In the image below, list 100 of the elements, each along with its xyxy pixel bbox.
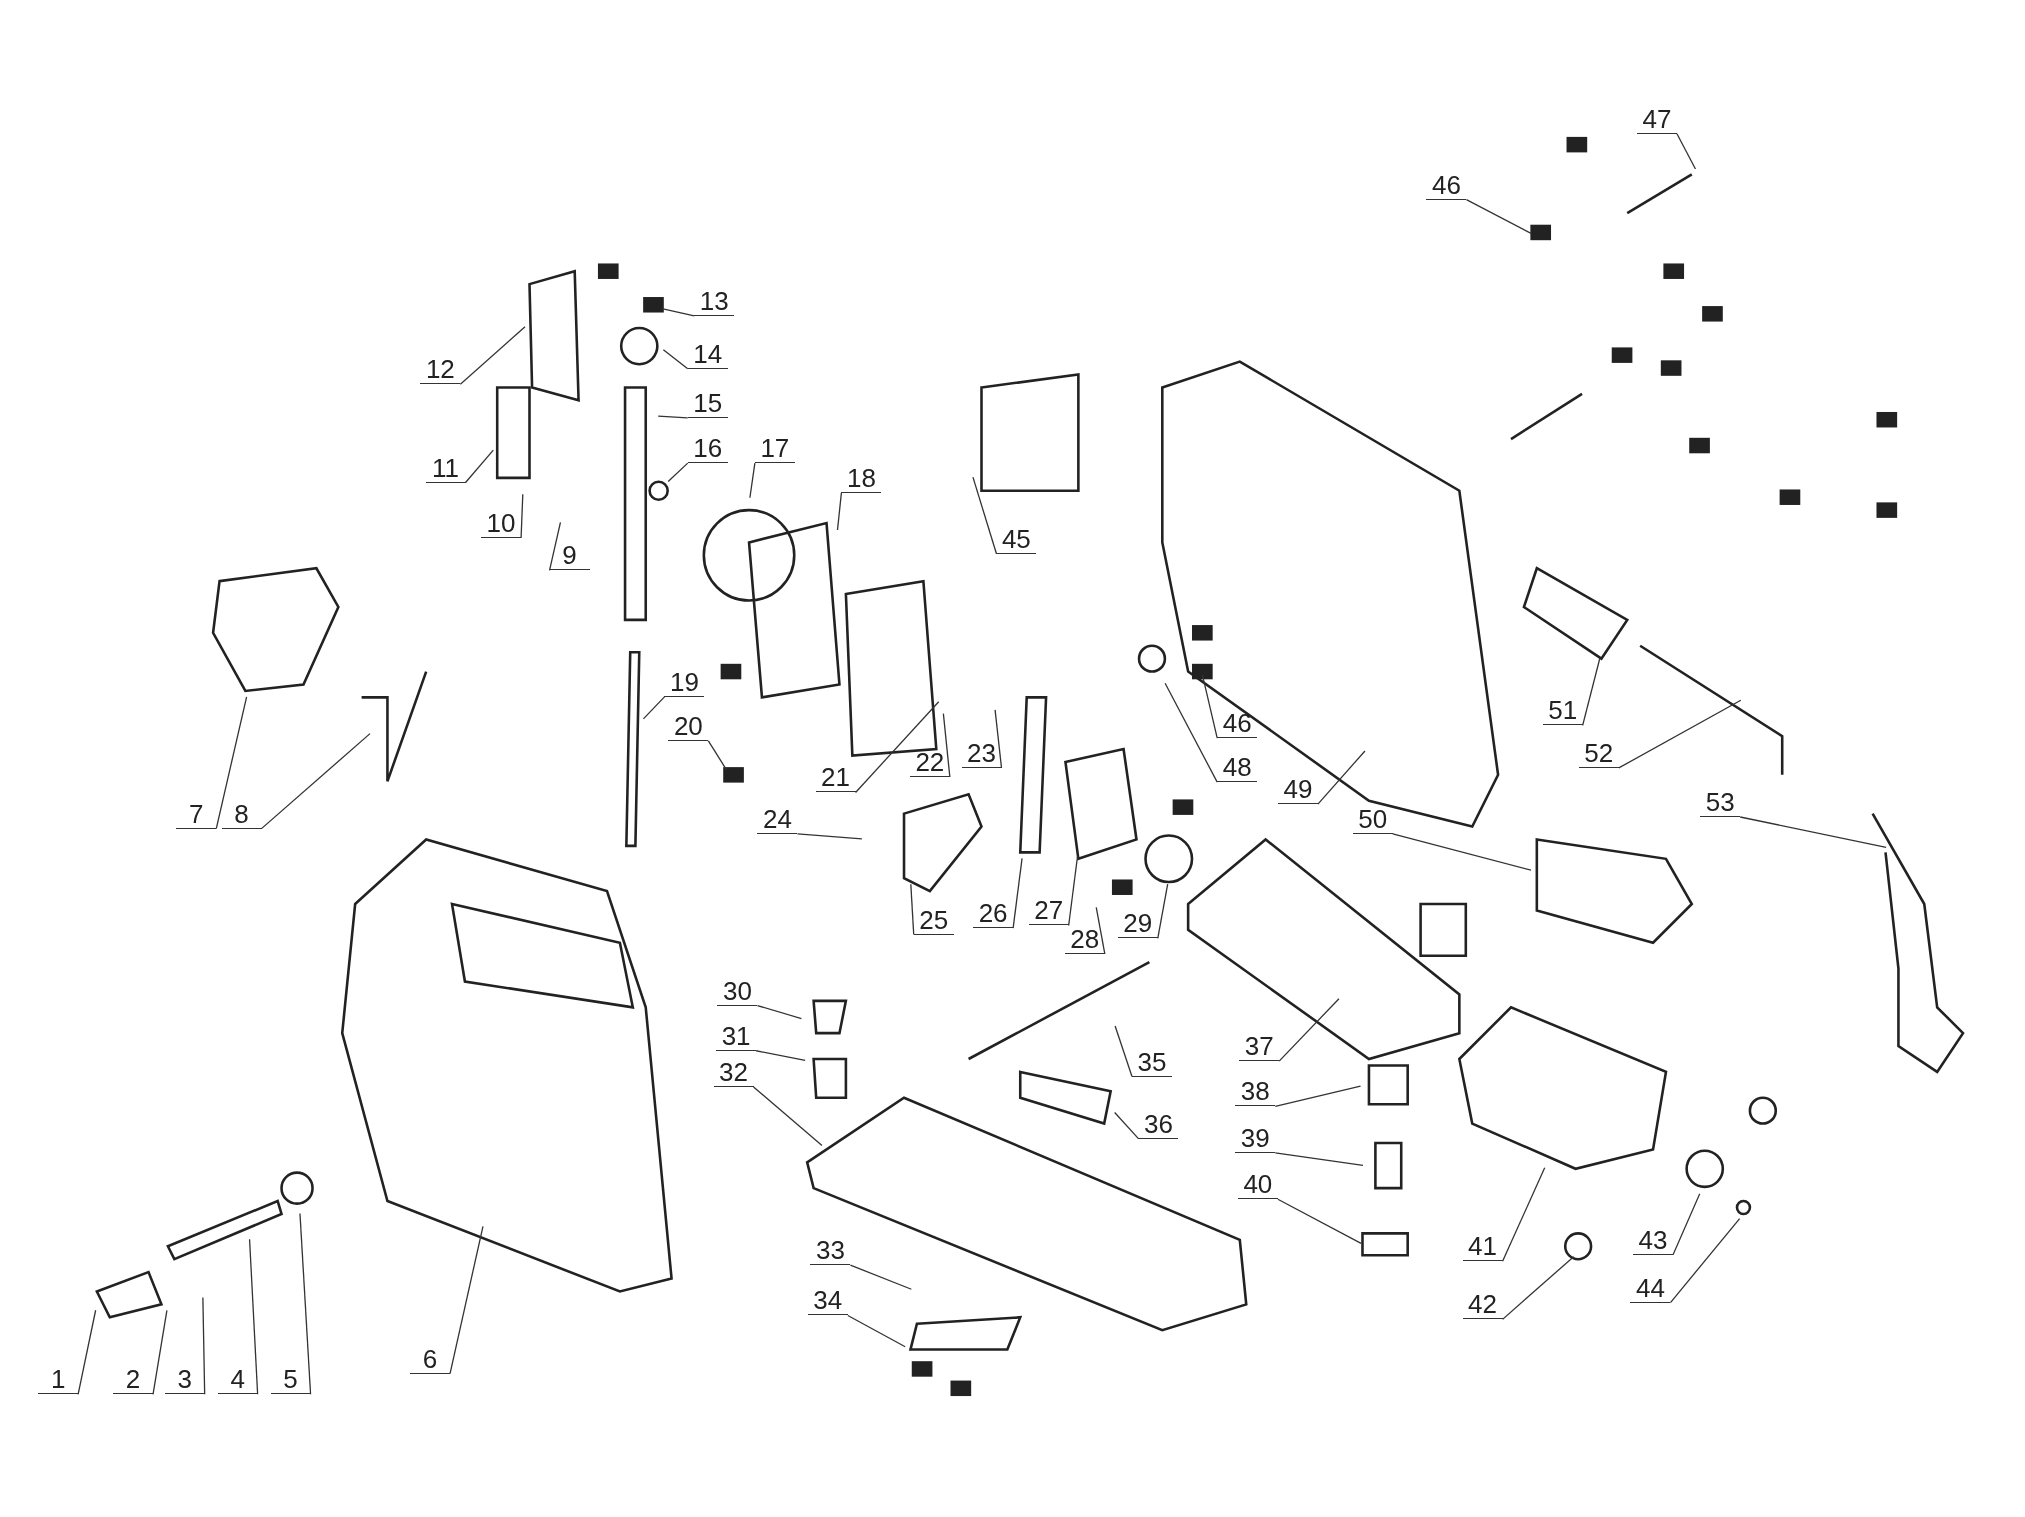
- leader-line: [202, 1296, 206, 1395]
- leader-line: [662, 349, 689, 370]
- callout-number: 29: [1117, 908, 1158, 939]
- callout-number: 27: [1028, 895, 1069, 926]
- callout-number: 4: [217, 1364, 258, 1395]
- callout-number: 32: [713, 1056, 754, 1087]
- leader-line: [752, 1086, 823, 1147]
- leader-line: [449, 1225, 484, 1375]
- leader-line: [847, 1314, 906, 1348]
- callout-number: 20: [668, 710, 709, 741]
- leader-line: [942, 713, 951, 778]
- leader-line: [1392, 833, 1532, 871]
- leader-line: [756, 1004, 803, 1020]
- callout-number: 33: [810, 1235, 851, 1266]
- leader-line: [854, 701, 940, 794]
- leader-line: [1676, 133, 1697, 170]
- callout-number: 24: [757, 803, 798, 834]
- callout-number: 10: [481, 508, 522, 539]
- callout-number: 23: [961, 737, 1002, 768]
- leader-line: [667, 462, 689, 483]
- leader-line: [152, 1309, 168, 1395]
- leader-line: [248, 1238, 259, 1395]
- callout-number: 16: [687, 433, 728, 464]
- callout-number: 25: [913, 904, 954, 935]
- leader-line: [464, 449, 494, 484]
- leader-line: [1317, 750, 1366, 805]
- leader-line: [1672, 1193, 1701, 1256]
- leader-line: [520, 493, 524, 539]
- callout-number: 40: [1237, 1169, 1278, 1200]
- leader-line: [796, 833, 863, 840]
- callout-number: 1: [38, 1364, 79, 1395]
- leader-line: [707, 740, 728, 771]
- callout-number: 19: [664, 666, 705, 697]
- leader-line: [849, 1264, 912, 1290]
- callout-number: 31: [716, 1020, 757, 1051]
- callout-number: 47: [1636, 103, 1677, 134]
- callout-number: 43: [1633, 1224, 1674, 1255]
- leader-line: [1501, 1167, 1546, 1262]
- leader-line: [661, 308, 695, 317]
- leader-line: [1501, 1256, 1575, 1320]
- callout-number: 53: [1700, 787, 1741, 817]
- leader-line: [1739, 816, 1887, 848]
- callout-number: 15: [687, 387, 728, 418]
- callout-number: 37: [1239, 1031, 1280, 1062]
- callout-number: 45: [996, 523, 1037, 554]
- leader-line: [1012, 857, 1023, 929]
- leader-line: [1114, 1111, 1140, 1140]
- callout-number: 6: [410, 1343, 451, 1374]
- leader-line: [1201, 674, 1218, 739]
- callout-number: 49: [1277, 774, 1318, 805]
- callout-number: 28: [1064, 923, 1105, 954]
- callout-number: 12: [420, 354, 461, 385]
- callout-number: 8: [221, 798, 262, 829]
- leader-line: [1164, 682, 1218, 783]
- leader-line: [1274, 1085, 1362, 1107]
- callout-number: 21: [815, 762, 856, 793]
- callout-number: 34: [807, 1285, 848, 1316]
- leader-line: [215, 696, 248, 830]
- callout-number: 5: [270, 1364, 311, 1395]
- callout-number: 38: [1235, 1076, 1276, 1107]
- leader-line: [1669, 1217, 1741, 1304]
- leader-line: [1582, 657, 1601, 726]
- leader-line: [755, 1050, 806, 1062]
- callout-number: 9: [549, 540, 590, 571]
- leader-line: [1277, 1198, 1362, 1245]
- callout-number: 11: [425, 452, 466, 483]
- leader-line: [1114, 1025, 1133, 1078]
- leader-line: [657, 415, 689, 419]
- callout-number: 2: [113, 1364, 153, 1395]
- callout-number: 3: [164, 1364, 205, 1395]
- leader-line: [77, 1309, 97, 1395]
- leader-line: [1157, 883, 1169, 940]
- callout-number: 13: [694, 285, 735, 316]
- leader-line: [1465, 199, 1533, 235]
- leader-line: [1095, 906, 1106, 955]
- leader-line: [1274, 1152, 1364, 1166]
- callout-number: 39: [1235, 1122, 1276, 1153]
- leader-line: [548, 521, 562, 571]
- callout-number: 22: [909, 746, 950, 777]
- leader-line: [836, 492, 843, 531]
- leader-line: [642, 696, 666, 720]
- leader-line: [1068, 855, 1079, 927]
- callout-number: 46: [1426, 169, 1467, 200]
- callout-number: 52: [1578, 737, 1619, 768]
- callout-number: 17: [754, 433, 795, 464]
- callout-number: 48: [1217, 752, 1258, 783]
- callout-number: 36: [1138, 1108, 1179, 1139]
- callout-number: 18: [841, 462, 882, 493]
- callout-number: 26: [973, 898, 1014, 929]
- leader-line: [910, 883, 915, 936]
- callout-number: 51: [1542, 695, 1583, 726]
- leader-line: [749, 462, 756, 499]
- callout-number: 44: [1630, 1272, 1671, 1303]
- leader-line: [1618, 699, 1742, 769]
- callout-number: 35: [1131, 1046, 1172, 1077]
- leader-line: [260, 732, 371, 830]
- callout-number: 41: [1462, 1231, 1503, 1262]
- leader-line: [972, 476, 997, 555]
- callout-number: 14: [687, 338, 728, 369]
- callout-number: 30: [717, 975, 758, 1006]
